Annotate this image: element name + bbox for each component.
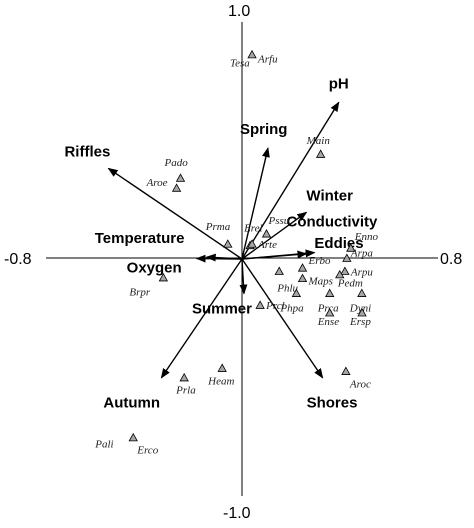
tick-labels: -0.8 0.8 1.0 -1.0 xyxy=(4,3,462,522)
species-point-prca xyxy=(325,288,335,297)
species-label-arfu: Arfu xyxy=(257,54,278,66)
environment-vectors: pHSpringRifflesWinterConductivityEddiesT… xyxy=(64,75,378,411)
species-label-pssu: Pssu xyxy=(268,215,290,227)
species-label-main: Main xyxy=(306,135,331,147)
tick-label-x-min: -0.8 xyxy=(4,251,32,268)
vector-label-temperature: Temperature xyxy=(95,230,185,247)
vector-label-oxygen: Oxygen xyxy=(127,260,182,277)
vector-arrow-spring xyxy=(241,147,270,260)
species-point-prcl xyxy=(255,300,265,309)
species-label-ense: Ense xyxy=(317,316,340,328)
species-point-dyni xyxy=(357,288,367,297)
species-point-ense xyxy=(325,307,335,317)
species-point-main xyxy=(315,149,326,158)
vector-label-winter: Winter xyxy=(306,187,353,204)
species-label-ersp: Ersp xyxy=(349,316,371,328)
species-point-arpa xyxy=(342,253,352,262)
species-label-enno: Enno xyxy=(354,231,379,243)
species-point-phpa xyxy=(291,288,302,297)
species-label-heam: Heam xyxy=(207,375,234,387)
species-label-phpa: Phpa xyxy=(279,302,304,314)
vector-arrow-ph xyxy=(241,101,340,260)
species-label-aroe: Aroe xyxy=(146,177,168,189)
species-point-prma xyxy=(223,239,233,248)
species-label-dyni: Dyni xyxy=(349,302,371,314)
vector-label-riffles: Riffles xyxy=(64,143,110,160)
species-label-erbo: Erbo xyxy=(308,255,332,267)
species-label-aroc: Aroc xyxy=(349,378,371,390)
species-label-arte: Arte xyxy=(257,239,277,251)
species-label-tesa: Tesa xyxy=(230,58,250,70)
species-label-prma: Prma xyxy=(205,221,231,233)
vector-arrow-shores xyxy=(241,258,324,379)
species-point-aroe xyxy=(171,183,182,192)
species-point-pedm xyxy=(335,269,345,279)
species-label-erel: Erel xyxy=(243,222,263,234)
vector-label-summer: Summer xyxy=(192,301,252,318)
vector-label-autumn: Autumn xyxy=(103,395,160,412)
vector-arrow-eddies xyxy=(241,250,308,260)
species-label-erco: Erco xyxy=(136,445,158,457)
species-label-prca: Prca xyxy=(317,302,339,314)
species-label-arpu: Arpu xyxy=(350,266,374,278)
vector-arrow-riffles xyxy=(107,167,243,260)
species-label-pali: Pali xyxy=(94,439,113,451)
species-point-prla xyxy=(179,372,189,382)
species-label-phlu: Phlu xyxy=(276,282,298,294)
species-point-ersp xyxy=(357,307,367,317)
species-point-pssu xyxy=(261,229,272,238)
species-label-arpa: Arpa xyxy=(350,247,374,259)
species-point-aroc xyxy=(341,366,351,375)
tick-label-y-min: -1.0 xyxy=(223,505,251,522)
species-point-pali xyxy=(128,432,138,442)
species-label-brpr: Brpr xyxy=(129,287,151,299)
species-point-arte xyxy=(247,239,257,248)
species-point-erbo xyxy=(297,263,308,272)
species-point-phlu xyxy=(274,266,284,275)
vector-arrow-summer xyxy=(239,258,248,295)
vector-label-shores: Shores xyxy=(307,395,358,412)
species-label-prla: Prla xyxy=(175,385,196,397)
species-point-brpr xyxy=(158,272,169,282)
species-point-maps xyxy=(297,273,308,283)
vector-label-spring: Spring xyxy=(240,121,288,138)
species-point-enno xyxy=(346,243,356,252)
vector-label-conductivity: Conductivity xyxy=(287,214,378,231)
species-label-prcl: Prcl xyxy=(265,300,285,312)
species-label-pado: Pado xyxy=(164,157,189,169)
species-point-tesa xyxy=(247,49,257,59)
species-label-pedm: Pedm xyxy=(337,278,363,290)
vector-arrow-autumn xyxy=(160,258,243,379)
species-point-heam xyxy=(217,363,227,372)
species-label-maps: Maps xyxy=(308,275,333,287)
species-point-pado xyxy=(175,173,186,182)
species-point-arpu xyxy=(340,266,350,275)
vector-label-ph: pH xyxy=(329,75,349,92)
tick-label-y-max: 1.0 xyxy=(228,3,250,20)
vector-arrow-winter xyxy=(241,211,308,260)
tick-label-x-max: 0.8 xyxy=(440,251,462,268)
